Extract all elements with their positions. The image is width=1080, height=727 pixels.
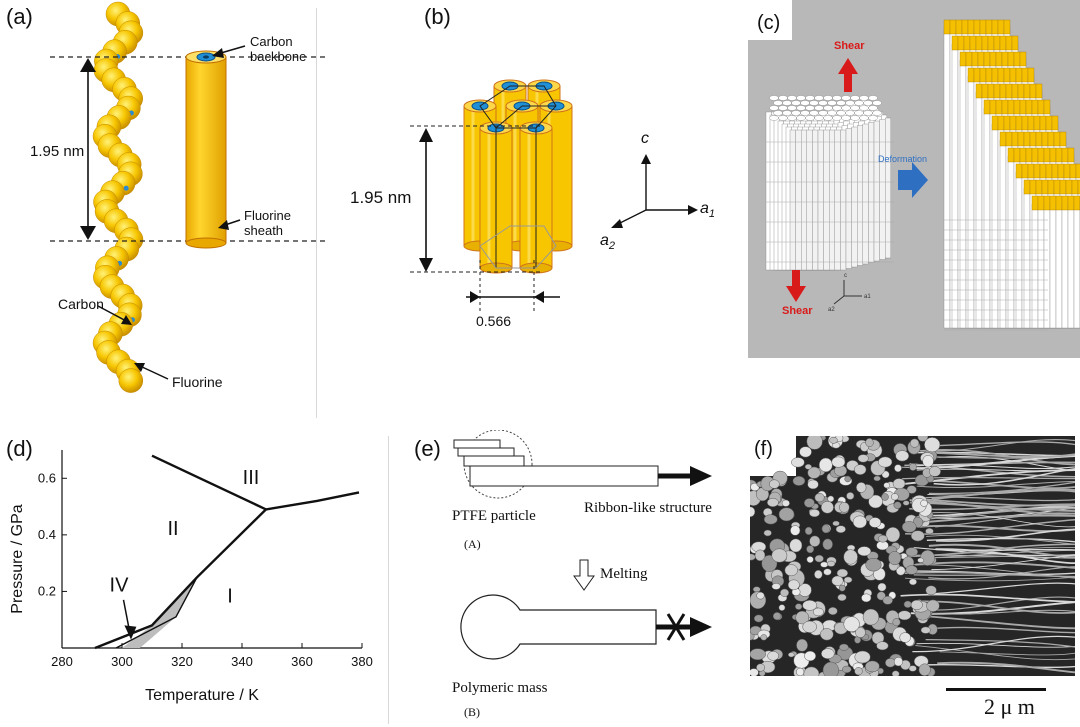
melting-label: Melting: [600, 566, 648, 582]
phase-boundary-line: [94, 508, 267, 650]
scale-bar: [946, 688, 1046, 691]
x-tick-label: 380: [351, 654, 373, 669]
panel-d-label: (d): [6, 436, 33, 461]
panel-e-illustration: [453, 430, 712, 660]
svg-text:0.566: 0.566: [476, 313, 511, 329]
x-tick-label: 340: [231, 654, 253, 669]
region-label: I: [227, 586, 233, 608]
scale-bar-label: 2 μ m: [984, 694, 1035, 719]
region-label: II: [167, 518, 178, 540]
panel-b-label: (b): [424, 4, 451, 29]
panel-a-illustration: [50, 1, 325, 393]
length-label-b: 1.95 nm: [350, 188, 412, 207]
region-label: III: [243, 467, 260, 489]
ribbon-structure-label: Ribbon-like structure: [584, 500, 712, 516]
axis-c-label: c: [641, 130, 649, 147]
sub-a-label: (A): [464, 537, 481, 551]
y-tick-label: 0.4: [38, 527, 56, 542]
y-tick-label: 0.2: [38, 583, 56, 598]
x-tick-label: 300: [111, 654, 133, 669]
x-tick-label: 320: [171, 654, 193, 669]
shear-bottom-label: Shear: [782, 305, 813, 317]
separator-d: [388, 436, 389, 724]
axis-a1-label: a1: [700, 200, 716, 221]
phase-boundary-line: [115, 576, 198, 649]
phase-boundary-line: [265, 491, 360, 511]
phase-boundary-line: [151, 454, 267, 511]
panel-f-label: (f): [754, 438, 773, 460]
carbon-backbone-label: Carbon backbone: [250, 34, 307, 64]
panel-e-label: (e): [414, 436, 441, 461]
svg-text:a2: a2: [828, 307, 835, 313]
y-axis-label: Pressure / GPa: [9, 504, 26, 613]
region-label: IV: [110, 574, 130, 596]
panel-c-illustration: c a1 a2: [748, 0, 1080, 358]
separator-a: [316, 8, 317, 418]
panel-c-label: (c): [757, 12, 781, 34]
fluorine-label: Fluorine: [172, 374, 223, 390]
length-label-a: 1.95 nm: [30, 143, 85, 160]
x-axis-label: Temperature / K: [145, 687, 259, 704]
panel-a-label: (a): [6, 4, 33, 29]
x-tick-label: 280: [51, 654, 73, 669]
polymeric-mass-label: Polymeric mass: [452, 680, 548, 696]
carbon-label: Carbon: [58, 296, 104, 312]
iv-pointer-head: [124, 625, 137, 640]
y-tick-label: 0.6: [38, 470, 56, 485]
iv-pointer: [122, 599, 131, 632]
axis-a2-label: a2: [600, 232, 616, 253]
sem-micrograph: [750, 436, 1075, 676]
x-tick-label: 360: [291, 654, 313, 669]
sub-b-label: (B): [464, 705, 480, 719]
fluorine-sheath-label: Fluorine sheath: [244, 208, 291, 238]
deformation-label: Deformation: [878, 154, 928, 164]
svg-text:c: c: [844, 273, 847, 279]
shear-top-label: Shear: [834, 40, 865, 52]
svg-text:a1: a1: [864, 294, 871, 300]
ptfe-particle-label: PTFE particle: [452, 508, 536, 524]
panel-b-illustration: 0.566: [410, 79, 698, 329]
